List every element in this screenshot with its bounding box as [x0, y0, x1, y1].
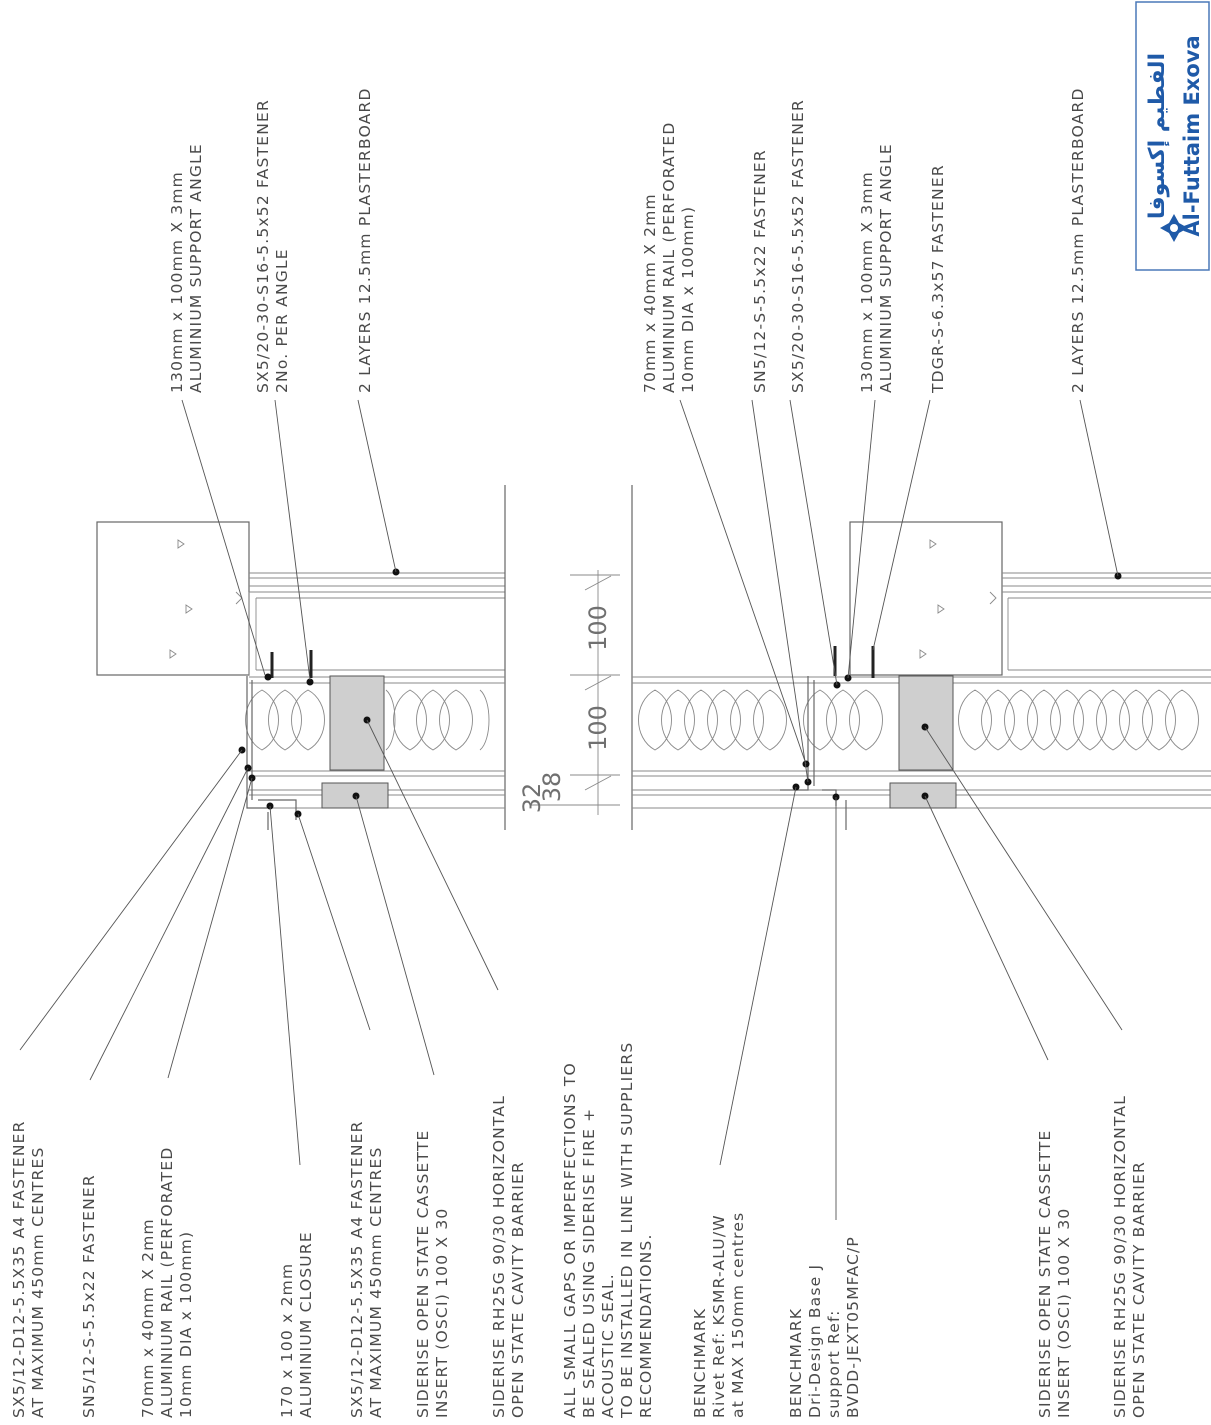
- label-aluminium-closure: 170 x 100 x 2mmALUMINIUM CLOSURE: [278, 1231, 315, 1418]
- cavity-barrier-lower: [898, 675, 954, 771]
- label-fastener-a4-450-b: SX5/12-D12-5.5X35 A4 FASTENERAT MAXIMUM …: [348, 1120, 385, 1418]
- label-aluminium-rail: 70mm x 40mm X 2mmALUMINIUM RAIL (PERFORA…: [139, 1147, 195, 1418]
- svg-text:SIDERISE OPEN STATE CASSETTEIN: SIDERISE OPEN STATE CASSETTEINSERT (OSCI…: [414, 1129, 451, 1418]
- dim-100-b: 100: [584, 705, 612, 751]
- label-cassette-insert: SIDERISE OPEN STATE CASSETTEINSERT (OSCI…: [414, 1129, 451, 1418]
- leaders-lower: [679, 399, 1123, 1220]
- svg-text:SX5/20-30-S16-5.5x52 FASTENER2: SX5/20-30-S16-5.5x52 FASTENER2No. PER AN…: [254, 99, 291, 393]
- dim-32: 32: [518, 783, 546, 814]
- label-support-angle: 130mm x 100mm X 3mmALUMINIUM SUPPORT ANG…: [168, 143, 205, 393]
- label-aluminium-rail-b: 70mm x 40mm X 2mmALUMINIUM RAIL (PERFORA…: [641, 122, 697, 393]
- svg-text:130mm x 100mm X 3mmALUMINIUM S: 130mm x 100mm X 3mmALUMINIUM SUPPORT ANG…: [858, 143, 895, 393]
- label-tdgr-fastener: TDGR-S-6.3x57 FASTENER: [929, 164, 947, 394]
- cassette-insert-upper: [321, 782, 389, 809]
- detail-upper: [19, 399, 506, 1166]
- svg-text:SN5/12-S-5.5x22 FASTENER: SN5/12-S-5.5x22 FASTENER: [751, 149, 769, 393]
- logo-arabic-text: الفطيم إكسوفا: [1145, 53, 1170, 219]
- svg-text:SIDERISE OPEN STATE CASSETTEIN: SIDERISE OPEN STATE CASSETTEINSERT (OSCI…: [1036, 1129, 1073, 1418]
- label-note-gaps: ALL SMALL GAPS OR IMPERFECTIONS TOBE SEA…: [561, 1042, 655, 1419]
- label-cavity-barrier-b: SIDERISE RH25G 90/30 HORIZONTALOPEN STAT…: [1111, 1095, 1148, 1418]
- dim-38: 38: [538, 772, 566, 803]
- svg-text:SIDERISE RH25G 90/30 HORIZONTA: SIDERISE RH25G 90/30 HORIZONTALOPEN STAT…: [490, 1095, 527, 1418]
- svg-text:2 LAYERS 12.5mm PLASTERBOARD: 2 LAYERS 12.5mm PLASTERBOARD: [1069, 87, 1087, 393]
- label-cassette-insert-b: SIDERISE OPEN STATE CASSETTEINSERT (OSCI…: [1036, 1129, 1073, 1418]
- label-sn5-fastener-b: SN5/12-S-5.5x22 FASTENER: [751, 149, 769, 393]
- label-benchmark-rivet: BENCHMARKRivet Ref: KSMR-ALU/Wat MAX 150…: [691, 1212, 747, 1418]
- slab-aggregate-marks: [169, 539, 243, 659]
- label-cavity-barrier: SIDERISE RH25G 90/30 HORIZONTALOPEN STAT…: [490, 1095, 527, 1418]
- cavity-barrier-upper: [329, 675, 385, 771]
- logo-latin-text: Al-Futtaim Exova: [1180, 35, 1204, 236]
- svg-text:70mm x 40mm X 2mmALUMINIUM RAI: 70mm x 40mm X 2mmALUMINIUM RAIL (PERFORA…: [139, 1147, 195, 1418]
- svg-text:SN5/12-S-5.5x22 FASTENER: SN5/12-S-5.5x22 FASTENER: [80, 1174, 98, 1418]
- svg-text:70mm x 40mm X 2mmALUMINIUM RAI: 70mm x 40mm X 2mmALUMINIUM RAIL (PERFORA…: [641, 122, 697, 393]
- svg-text:ALL SMALL GAPS OR IMPERFECTION: ALL SMALL GAPS OR IMPERFECTIONS TOBE SEA…: [561, 1042, 655, 1419]
- svg-text:SX5/12-D12-5.5X35 A4 FASTENERA: SX5/12-D12-5.5X35 A4 FASTENERAT MAXIMUM …: [348, 1120, 385, 1418]
- label-sn5-fastener: SN5/12-S-5.5x22 FASTENER: [80, 1174, 98, 1418]
- label-plasterboard: 2 LAYERS 12.5mm PLASTERBOARD: [356, 87, 374, 393]
- dimension-group: 100 100 38 32: [518, 570, 620, 815]
- company-logo: الفطيم إكسوفا Al-Futtaim Exova: [1135, 1, 1210, 271]
- svg-text:SX5/20-30-S16-5.5x52 FASTENER: SX5/20-30-S16-5.5x52 FASTENER: [789, 99, 807, 393]
- slab-aggregate-marks-lower: [919, 539, 997, 659]
- detail-lower: [631, 399, 1211, 1220]
- svg-text:BENCHMARKDri-Design Base Jsupp: BENCHMARKDri-Design Base Jsupport Ref:BV…: [787, 1236, 862, 1418]
- concrete-slab-lower: [849, 521, 1003, 676]
- svg-text:SIDERISE RH25G 90/30 HORIZONTA: SIDERISE RH25G 90/30 HORIZONTALOPEN STAT…: [1111, 1095, 1148, 1418]
- logo-emblem-icon: [1160, 214, 1188, 242]
- svg-text:170 x 100 x 2mmALUMINIUM CLOSU: 170 x 100 x 2mmALUMINIUM CLOSURE: [278, 1231, 315, 1418]
- svg-text:130mm x 100mm X 3mmALUMINIUM S: 130mm x 100mm X 3mmALUMINIUM SUPPORT ANG…: [168, 143, 205, 393]
- dim-100-a: 100: [584, 605, 612, 651]
- leaders-upper: [19, 399, 499, 1166]
- label-sx5-fastener-angle: SX5/20-30-S16-5.5x52 FASTENER2No. PER AN…: [254, 99, 291, 393]
- label-fastener-a4-450: SX5/12-D12-5.5X35 A4 FASTENERAT MAXIMUM …: [10, 1120, 47, 1418]
- label-benchmark-dri: BENCHMARKDri-Design Base Jsupport Ref:BV…: [787, 1236, 862, 1418]
- svg-text:2 LAYERS 12.5mm PLASTERBOARD: 2 LAYERS 12.5mm PLASTERBOARD: [356, 87, 374, 393]
- aluminium-rail-lower: [780, 676, 847, 830]
- svg-text:SX5/12-D12-5.5X35 A4 FASTENERA: SX5/12-D12-5.5X35 A4 FASTENERAT MAXIMUM …: [10, 1120, 47, 1418]
- label-sx5-fastener-b: SX5/20-30-S16-5.5x52 FASTENER: [789, 99, 807, 393]
- plasterboard-layers: [248, 572, 505, 675]
- label-support-angle-b: 130mm x 100mm X 3mmALUMINIUM SUPPORT ANG…: [858, 143, 895, 393]
- plasterboard-layers-lower: [1002, 572, 1211, 671]
- label-plasterboard-b: 2 LAYERS 12.5mm PLASTERBOARD: [1069, 87, 1087, 393]
- svg-text:TDGR-S-6.3x57 FASTENER: TDGR-S-6.3x57 FASTENER: [929, 164, 947, 394]
- svg-text:BENCHMARKRivet Ref: KSMR-ALU/W: BENCHMARKRivet Ref: KSMR-ALU/Wat MAX 150…: [691, 1212, 747, 1418]
